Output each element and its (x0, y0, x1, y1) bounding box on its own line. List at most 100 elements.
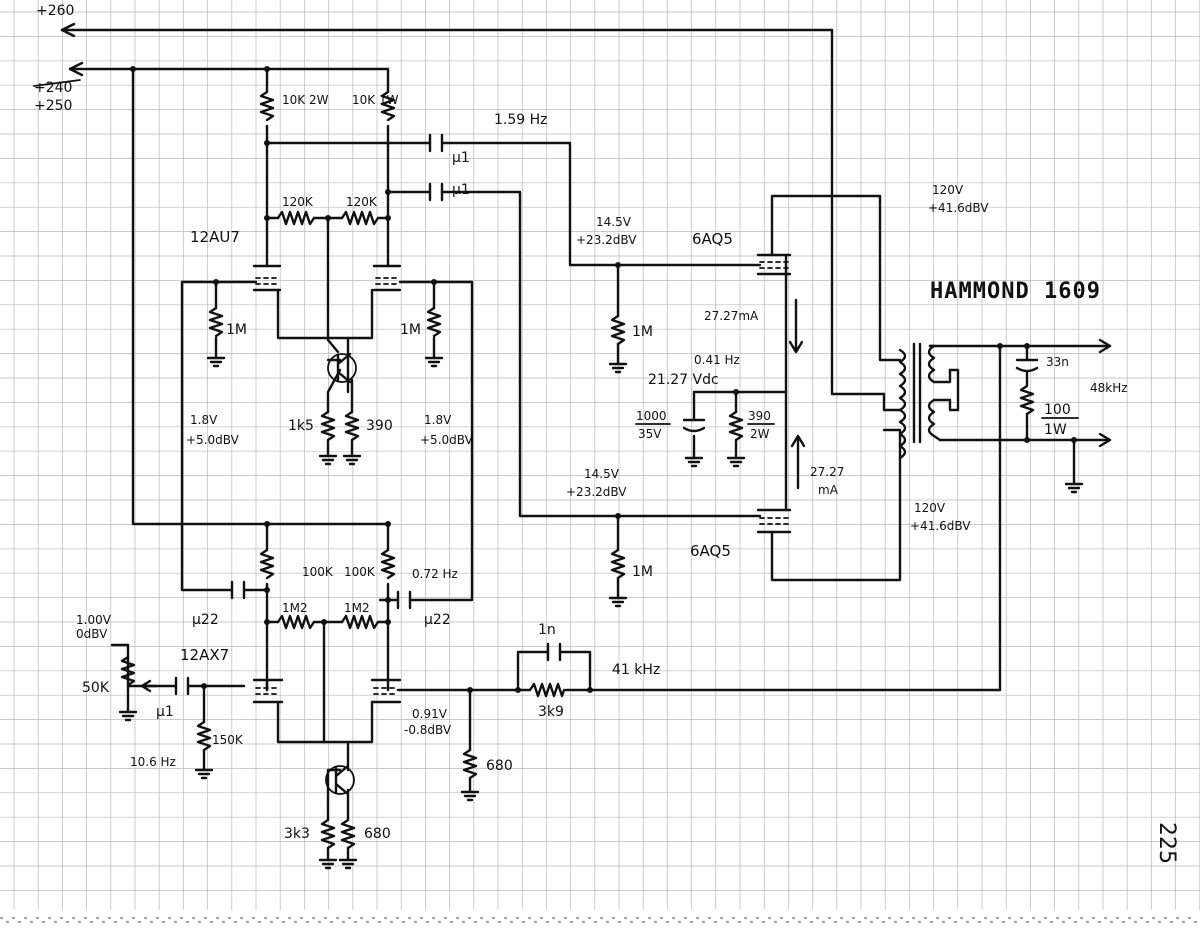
resistor-120k-left (276, 210, 316, 226)
capacitor-u22-left (230, 580, 246, 600)
r-1k5-label: 1k5 (288, 418, 314, 434)
resistor-390 (344, 410, 360, 442)
transistor-ccs-top (327, 352, 357, 384)
r-grid-right-label: 1M (400, 322, 421, 338)
freq-41k-label: 41 kHz (612, 662, 660, 678)
capacitor-1000uF (682, 418, 706, 433)
ground-symbol (1064, 482, 1084, 494)
v-input-2: 0dBV (76, 627, 108, 641)
resistor-680-cathode (462, 748, 478, 780)
r-390-2w-label: 390 (748, 409, 771, 423)
resistor-3k9 (528, 682, 566, 698)
capacitor-u1-mid (428, 182, 444, 202)
r-100-power-label: 1W (1044, 422, 1067, 438)
v-prim-bot-1: 120V (914, 501, 946, 515)
v-prim-top-2: +41.6dBV (928, 201, 989, 215)
v-bot-og-1: 14.5V (584, 467, 620, 481)
resistor-390-2w (728, 410, 744, 442)
v-driver-right-2: +5.0dBV (420, 433, 474, 447)
resistor-100k-right (380, 548, 396, 580)
resistor-1m-out-bot (610, 548, 626, 580)
v-cathode-label: 21.27 Vdc (648, 372, 719, 388)
v-bot-og-2: +23.2dBV (566, 485, 627, 499)
tube-12ax7-label: 12AX7 (180, 646, 229, 664)
r-1m2-right-label: 1M2 (344, 601, 370, 615)
tube-12ax7-left (252, 678, 284, 704)
r-680-cathode-label: 680 (486, 758, 513, 774)
supply-new-label: +250 (34, 98, 72, 114)
r-120k-right-label: 120K (346, 195, 378, 209)
tube-12au7-label: 12AU7 (190, 228, 240, 246)
r-og-top-label: 1M (632, 324, 653, 340)
r-og-bot-label: 1M (632, 564, 653, 580)
ground-symbol (118, 710, 138, 722)
capacitors (174, 133, 1039, 696)
cap-c2-label: μ1 (452, 182, 470, 198)
freq-072-label: 0.72 Hz (412, 567, 458, 581)
transistor-ccs-bottom (325, 764, 355, 796)
resistor-120k-right (340, 210, 380, 226)
freq-041-label: 0.41 Hz (694, 353, 740, 367)
ground-symbol (608, 596, 628, 608)
junction-dots (130, 66, 1077, 693)
v-prim-top-1: 120V (932, 183, 964, 197)
r-100k-left-label: 100K (302, 565, 334, 579)
page-number: 225 (1154, 822, 1179, 864)
current-arrows (788, 298, 806, 490)
resistor-100-1w (1019, 384, 1035, 416)
v-driver-left-2: +5.0dBV (186, 433, 240, 447)
ground-symbol (194, 768, 214, 780)
ground-symbols (118, 356, 1084, 870)
resistor-10k-left (259, 90, 275, 122)
capacitor-u1-input (174, 676, 190, 696)
resistor-150k (196, 720, 212, 752)
v-driver-right-1: 1.8V (424, 413, 452, 427)
tube-12au7-right (372, 263, 402, 292)
c-33n-label: 33n (1046, 355, 1069, 369)
r-plate-left-label: 10K 2W (282, 93, 329, 107)
supply-top-label: +260 (36, 3, 74, 19)
r-plate-right-label: 10K 1W (352, 93, 399, 107)
cap-22-right-label: μ22 (424, 612, 451, 628)
r-100k-right-label: 100K (344, 565, 376, 579)
i-bot-1: 27.27 (810, 465, 844, 479)
ground-symbol (608, 362, 628, 374)
resistor-680-emitter (340, 818, 356, 850)
cap-c1-label: μ1 (452, 150, 470, 166)
tube-6aq5-bottom (756, 508, 792, 534)
resistor-1m2-right (340, 614, 380, 630)
v-top-og-2: +23.2dBV (576, 233, 637, 247)
freq-159-label: 1.59 Hz (494, 112, 548, 128)
ground-symbol (318, 454, 338, 466)
labels: +260 +240 +250 10K 2W 10K 1W 1.59 Hz μ1 … (33, 3, 1179, 864)
output-transformer (898, 338, 1112, 460)
tubes (252, 253, 792, 704)
cap-1n-label: 1n (538, 622, 556, 638)
capacitor-u22-right (396, 590, 412, 610)
resistor-1m-grid-left (208, 306, 224, 338)
cap-input-label: μ1 (156, 704, 174, 720)
v-driver-left-1: 1.8V (190, 413, 218, 427)
ground-symbol (460, 790, 480, 802)
r-3k9-label: 3k9 (538, 704, 564, 720)
resistor-100k-left (259, 548, 275, 580)
r-150k-label: 150K (212, 733, 244, 747)
transistors (325, 352, 357, 796)
c-1000-voltage-label: 35V (638, 427, 662, 441)
resistor-10k-right (380, 90, 396, 122)
capacitor-1n (546, 642, 562, 662)
capacitor-u1-top (428, 133, 444, 153)
r-3k3-label: 3k3 (284, 826, 310, 842)
c-1000-label: 1000 (636, 409, 667, 423)
tube-6aq5-top (756, 253, 792, 276)
freq-106-label: 10.6 Hz (130, 755, 176, 769)
r-grid-left-label: 1M (226, 322, 247, 338)
resistor-1m2-left (276, 614, 316, 630)
ground-symbol (206, 356, 226, 368)
r-1m2-left-label: 1M2 (282, 601, 308, 615)
v-prim-bot-2: +41.6dBV (910, 519, 971, 533)
freq-48k-label: 48kHz (1090, 381, 1128, 395)
r-390-2w-power-label: 2W (750, 427, 770, 441)
v-top-og-1: 14.5V (596, 215, 632, 229)
